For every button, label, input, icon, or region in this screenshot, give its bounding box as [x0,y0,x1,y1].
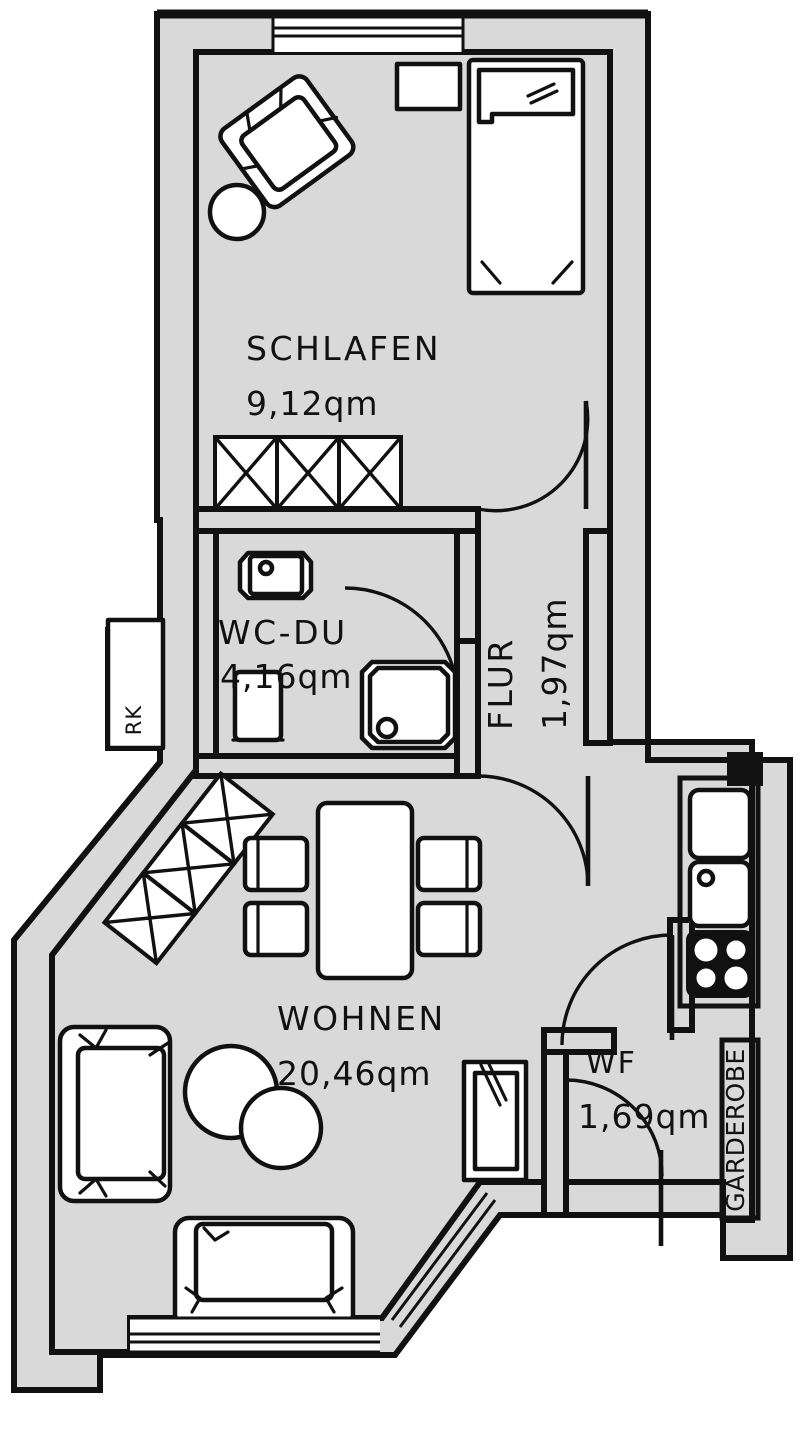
nightstand-icon [394,61,463,112]
room-label-wohnen: WOHNEN [277,999,446,1038]
toilet-icon [231,669,285,743]
wall-bedroom-bath [193,506,481,779]
door-wf-outer [560,933,675,1046]
room-label-wf: WF [586,1046,637,1081]
tv-cabinet-icon [461,1059,529,1183]
garderobe-strip: GARDEROBE [719,1037,761,1221]
room-area-wc-du: 4,16qm [220,657,353,696]
room-label-flur: FLUR [481,637,520,730]
dining-chair-icon [242,835,310,893]
kitchen-sink-icon [687,859,753,929]
room-area-wohnen: 20,46qm [277,1054,432,1093]
balcony-door-diagonal [390,1192,497,1328]
door-bedroom-to-flur [477,400,590,513]
round-tables-icon [182,1043,324,1171]
room-area-flur: 1,97qm [535,597,574,730]
shower-tray-icon [359,659,458,751]
room-label-schlafen: SCHLAFEN [246,329,441,368]
side-table-icon [207,182,267,242]
window-living-bottom [130,1316,380,1354]
kitchen-units [677,752,763,1009]
dining-chair-icon [415,900,483,958]
dining-chair-icon [415,835,483,893]
bathroom-fixtures [231,550,458,751]
kitchen-cabinet-icon [687,787,753,861]
sofa-bottom-icon [172,1215,356,1331]
stove-icon [686,930,754,998]
door-bath-to-flur [344,586,460,702]
door-flur-to-wohnen [477,774,591,887]
wardrobe-x-boxes [213,435,403,511]
bedroom-furniture [207,57,586,511]
dining-chair-icon [242,900,310,958]
room-labels: SCHLAFEN 9,12qm WC-DU 4,16qm FLUR 1,97qm… [218,329,711,1136]
bed-icon [466,57,586,296]
dining-table-icon [315,800,415,981]
armchair-icon [218,74,356,210]
room-area-schlafen: 9,12qm [246,384,379,423]
sink-icon [237,550,314,601]
rk-label: RK [122,705,146,736]
rk-box: RK [105,617,166,751]
dining-set [242,800,483,981]
window-bedroom-top [157,9,648,52]
room-label-wc-du: WC-DU [218,613,348,652]
sofa-left-icon [57,1024,173,1204]
garderobe-label: GARDEROBE [721,1048,750,1211]
wall-flur-right [583,528,613,746]
room-area-wf: 1,69qm [578,1097,711,1136]
